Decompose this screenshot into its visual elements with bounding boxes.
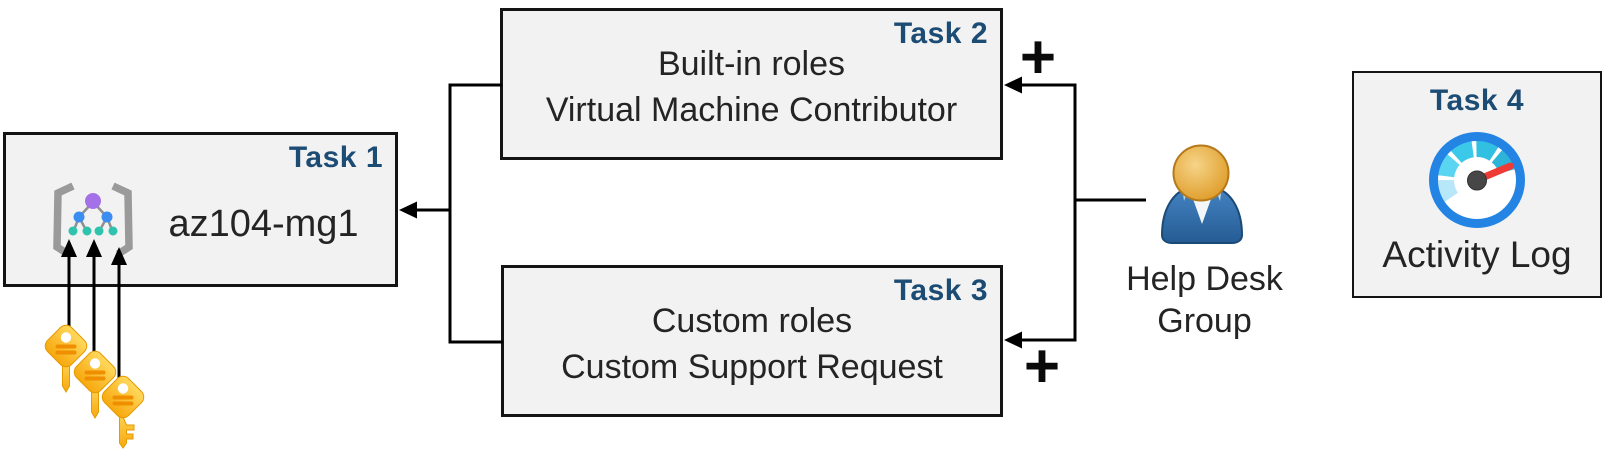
tree-leaf bbox=[68, 226, 78, 236]
tree-leaf bbox=[82, 226, 92, 236]
brace-left bbox=[53, 182, 75, 258]
task3-text: Custom roles Custom Support Request bbox=[504, 298, 1000, 390]
key-icon bbox=[44, 324, 88, 393]
task1-label: Task 1 bbox=[288, 141, 383, 174]
person-head bbox=[1172, 144, 1230, 202]
task3-box: Task 3 Custom roles Custom Support Reque… bbox=[501, 265, 1003, 417]
help-desk-line2: Group bbox=[1157, 302, 1252, 340]
key-icon bbox=[101, 375, 145, 449]
keys-icon bbox=[44, 324, 145, 449]
tree-root-node bbox=[85, 193, 101, 209]
task3-line2: Custom Support Request bbox=[561, 348, 943, 386]
brace-right bbox=[111, 182, 133, 258]
task4-label: Task 4 bbox=[1429, 84, 1525, 117]
task2-text: Built-in roles Virtual Machine Contribut… bbox=[503, 41, 1000, 133]
gauge-segment bbox=[1437, 180, 1458, 203]
tree-leaf bbox=[94, 226, 104, 236]
tree-node bbox=[73, 211, 85, 223]
tree-leaf bbox=[108, 226, 118, 236]
activity-log-gauge-icon bbox=[1429, 132, 1525, 228]
key-icon bbox=[73, 350, 117, 419]
help-desk-group-caption: Help Desk Group bbox=[1102, 258, 1307, 342]
task2-line2: Virtual Machine Contributor bbox=[545, 91, 958, 129]
task4-box: Task 4 Activity Log bbox=[1352, 71, 1602, 298]
gauge-ring bbox=[1429, 132, 1525, 228]
help-desk-line1: Help Desk bbox=[1126, 260, 1283, 298]
help-desk-group-person-icon bbox=[1160, 144, 1244, 244]
task4-caption: Activity Log bbox=[1382, 234, 1572, 275]
gauge-segment bbox=[1476, 140, 1499, 161]
plus-sign-task2: + bbox=[1019, 23, 1057, 92]
plus-sign-task3: + bbox=[1023, 332, 1061, 401]
management-group-icon bbox=[53, 182, 133, 258]
task3-line1: Custom roles bbox=[651, 302, 853, 340]
gauge-hub bbox=[1467, 170, 1487, 191]
arrowhead-task1 bbox=[399, 201, 417, 219]
tree-node bbox=[101, 211, 113, 223]
task2-box: Task 2 Built-in roles Virtual Machine Co… bbox=[500, 8, 1003, 160]
task1-title: az104-mg1 bbox=[168, 203, 359, 245]
task2-line1: Built-in roles bbox=[657, 45, 846, 83]
task2-label: Task 2 bbox=[893, 17, 988, 50]
task3-label: Task 3 bbox=[893, 274, 988, 307]
